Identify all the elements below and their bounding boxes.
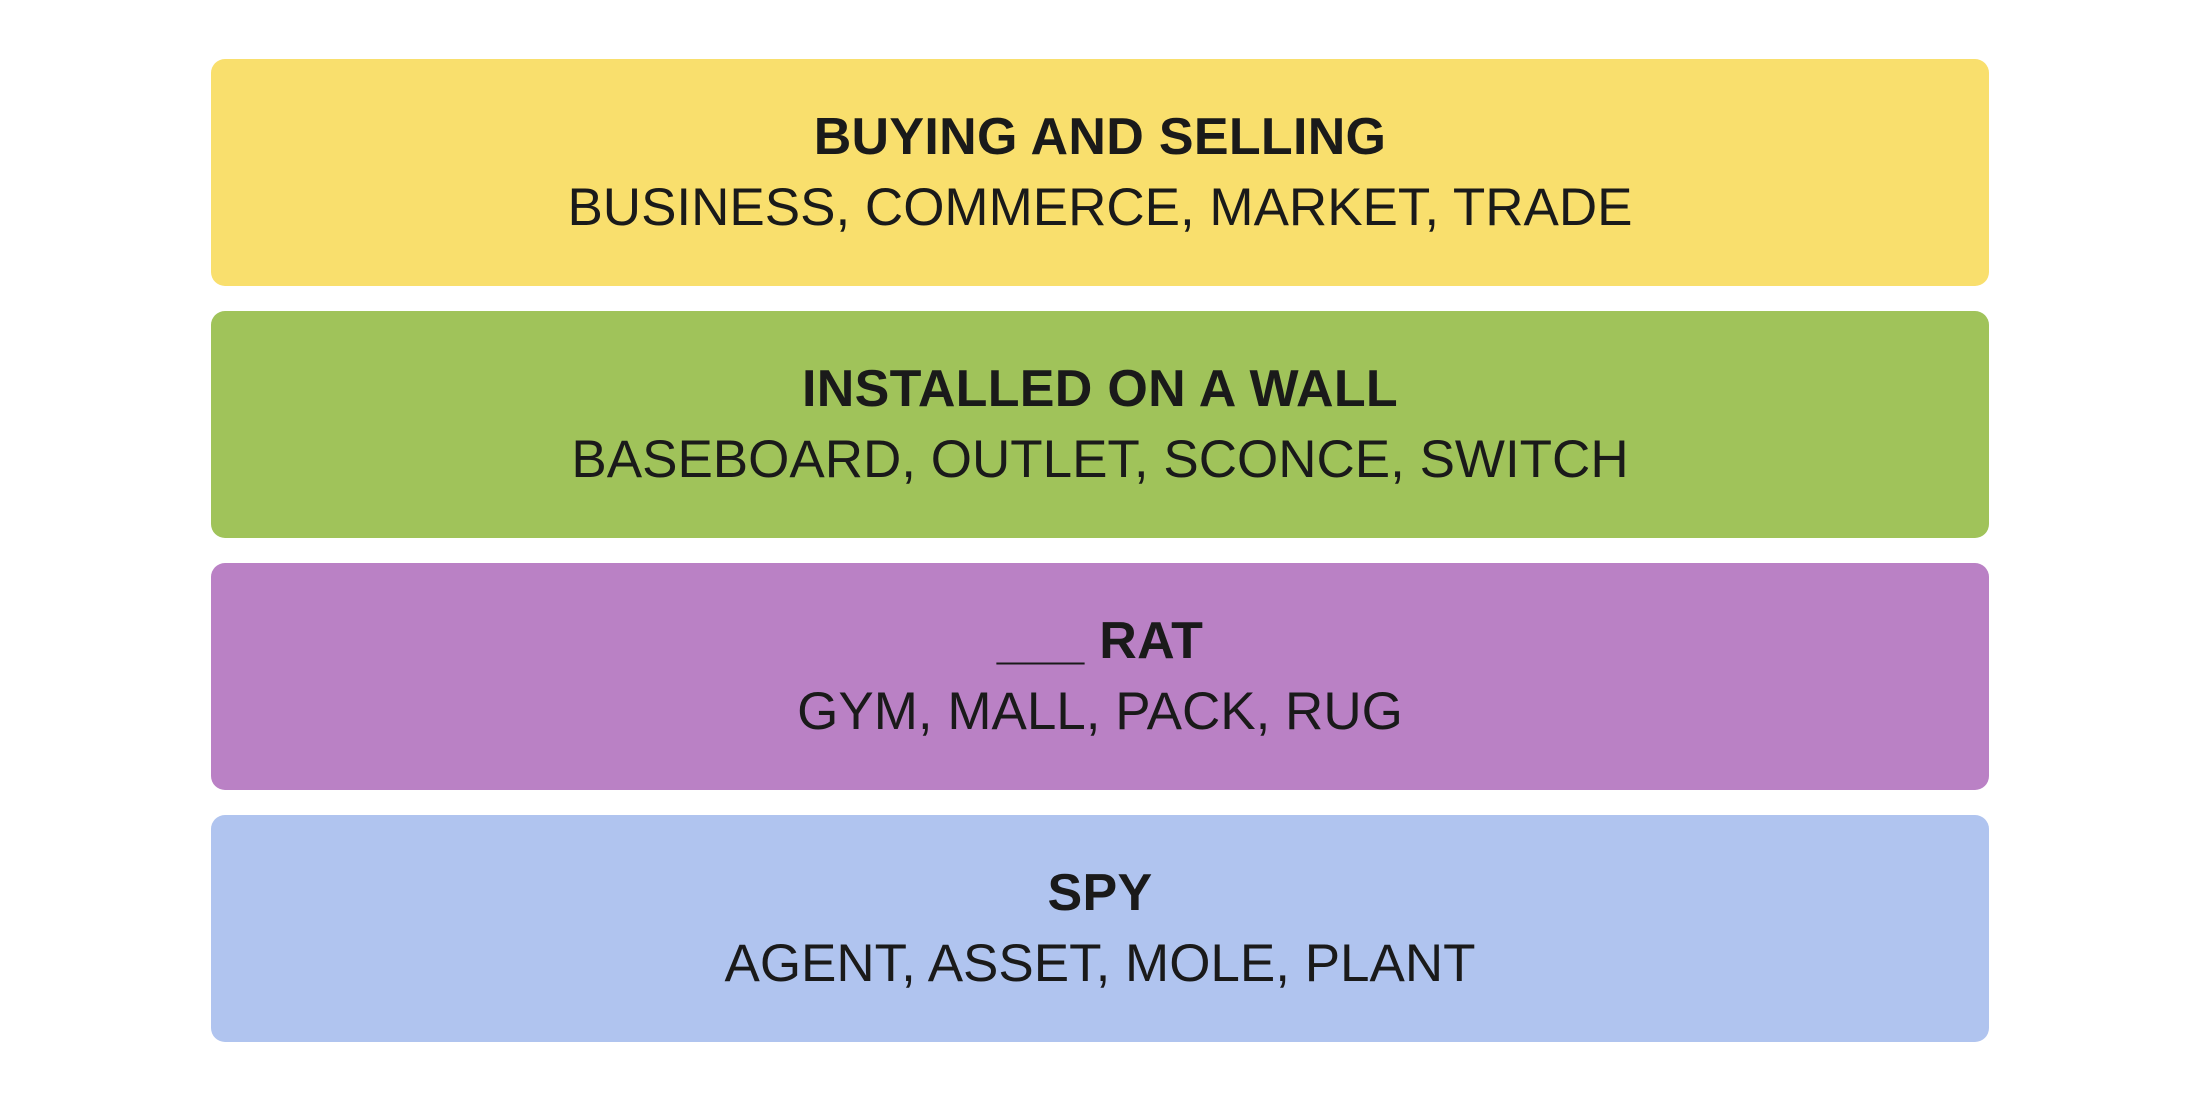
group-title: INSTALLED ON A WALL [802,359,1398,418]
group-members: GYM, MALL, PACK, RUG [797,681,1403,741]
solved-groups-board: BUYING AND SELLING BUSINESS, COMMERCE, M… [211,59,1989,1042]
group-green: INSTALLED ON A WALL BASEBOARD, OUTLET, S… [211,311,1989,538]
group-title: ___ RAT [996,611,1204,670]
group-purple: ___ RAT GYM, MALL, PACK, RUG [211,563,1989,790]
group-members: AGENT, ASSET, MOLE, PLANT [724,933,1476,993]
group-members: BUSINESS, COMMERCE, MARKET, TRADE [567,177,1633,237]
group-members: BASEBOARD, OUTLET, SCONCE, SWITCH [571,429,1629,489]
group-title: BUYING AND SELLING [813,107,1387,166]
group-blue: SPY AGENT, ASSET, MOLE, PLANT [211,815,1989,1042]
group-title: SPY [1047,863,1153,922]
group-yellow: BUYING AND SELLING BUSINESS, COMMERCE, M… [211,59,1989,286]
